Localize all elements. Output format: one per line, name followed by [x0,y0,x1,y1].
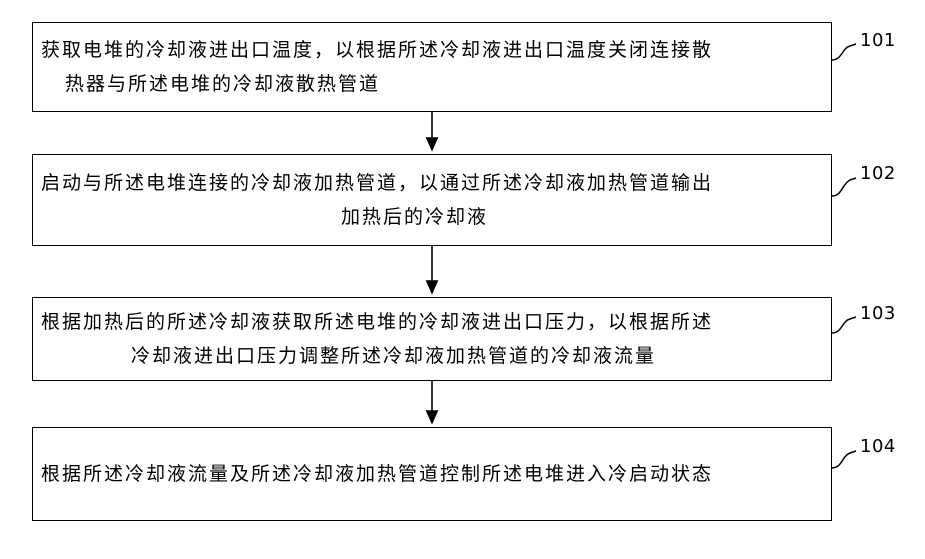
step-text-102: 启动与所述电堆连接的冷却液加热管道，以通过所述冷却液加热管道输出 加热后的冷却液 [33,166,831,234]
leader-102 [832,178,856,196]
step-line: 根据所述冷却液流量及所述冷却液加热管道控制所述电堆进入冷启动状态 [41,463,713,485]
step-line: 启动与所述电堆连接的冷却液加热管道，以通过所述冷却液加热管道输出 [41,172,713,194]
step-line: 获取电堆的冷却液进出口温度，以根据所述冷却液进出口温度关闭连接散 [41,39,713,61]
step-line: 根据加热后的所述冷却液获取所述电堆的冷却液进出口压力，以根据所述 [41,311,713,333]
step-ref-102: 102 [860,163,896,184]
leader-104 [832,451,856,468]
step-box-102: 启动与所述电堆连接的冷却液加热管道，以通过所述冷却液加热管道输出 加热后的冷却液 [32,154,832,246]
step-ref-101: 101 [860,30,896,51]
step-box-103: 根据加热后的所述冷却液获取所述电堆的冷却液进出口压力，以根据所述 冷却液进出口压… [32,297,832,381]
step-ref-104: 104 [860,436,896,457]
step-box-104: 根据所述冷却液流量及所述冷却液加热管道控制所述电堆进入冷启动状态 [32,427,832,521]
leader-101 [832,44,856,60]
step-text-103: 根据加热后的所述冷却液获取所述电堆的冷却液进出口压力，以根据所述 冷却液进出口压… [33,305,831,373]
step-line: 热器与所述电堆的冷却液散热管道 [41,67,825,101]
step-line: 冷却液进出口压力调整所述冷却液加热管道的冷却液流量 [41,339,825,373]
step-ref-103: 103 [860,303,896,324]
step-text-101: 获取电堆的冷却液进出口温度，以根据所述冷却液进出口温度关闭连接散 热器与所述电堆… [33,33,831,101]
step-box-101: 获取电堆的冷却液进出口温度，以根据所述冷却液进出口温度关闭连接散 热器与所述电堆… [32,22,832,112]
step-line: 加热后的冷却液 [41,200,825,234]
leader-103 [832,317,856,333]
step-text-104: 根据所述冷却液流量及所述冷却液加热管道控制所述电堆进入冷启动状态 [33,457,831,491]
